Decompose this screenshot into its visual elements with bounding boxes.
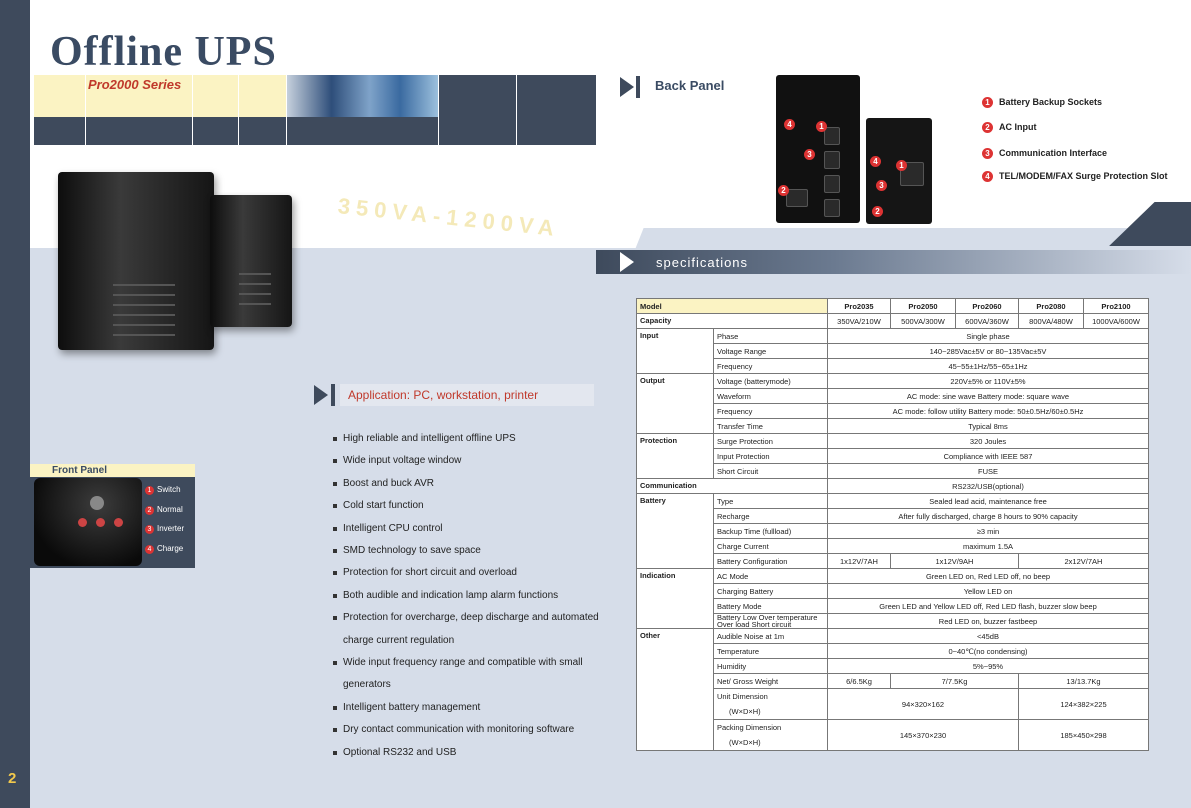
back-panel-image-large: 1 2 3 4 bbox=[776, 75, 860, 223]
feature-item: Protection for short circuit and overloa… bbox=[333, 562, 603, 584]
table-row: Battery Mode Green LED and Yellow LED of… bbox=[637, 598, 1149, 614]
header-band-yellow bbox=[34, 75, 286, 117]
band-divider bbox=[238, 75, 239, 145]
section-arrow-icon bbox=[314, 385, 328, 405]
table-row: Input Phase Single phase bbox=[636, 328, 1149, 374]
va-range-label: 350VA-1200VA bbox=[336, 193, 561, 242]
feature-item: Wide input voltage window bbox=[333, 450, 603, 472]
feature-list: High reliable and intelligent offline UP… bbox=[333, 428, 603, 764]
feature-item: Protection for overcharge, deep discharg… bbox=[333, 607, 603, 629]
front-panel-title: Front Panel bbox=[52, 465, 108, 476]
series-label: Pro2000 Series bbox=[88, 77, 182, 92]
feature-item: Dry contact communication with monitorin… bbox=[333, 719, 603, 741]
band-divider bbox=[192, 75, 193, 145]
back-panel-title: Back Panel bbox=[655, 78, 725, 93]
back-panel-image-small: 1 2 3 4 bbox=[866, 118, 932, 224]
page-number: 2 bbox=[8, 770, 17, 787]
left-sidebar-strip bbox=[0, 0, 30, 808]
table-row: Charge Current maximum 1.5A bbox=[637, 538, 1149, 554]
section-arrow-icon bbox=[620, 252, 634, 272]
ups-product-image-small bbox=[210, 195, 292, 327]
table-row: Output Voltage (batterymode) 220V±5% or … bbox=[636, 373, 1149, 434]
feature-item: Both audible and indication lamp alarm f… bbox=[333, 585, 603, 607]
table-row: Indication AC Mode Green LED on, Red LED… bbox=[636, 568, 1149, 629]
front-panel-image bbox=[34, 478, 142, 566]
led-indicator bbox=[78, 518, 87, 527]
feature-item: Boost and buck AVR bbox=[333, 473, 603, 495]
led-indicator bbox=[96, 518, 105, 527]
feature-item: SMD technology to save space bbox=[333, 540, 603, 562]
table-row: Backup Time (fullload) ≥3 min bbox=[637, 523, 1149, 539]
section-arrow-icon bbox=[620, 77, 634, 97]
band-divider bbox=[516, 75, 517, 145]
ups-product-image-large bbox=[58, 172, 214, 350]
feature-item: Intelligent CPU control bbox=[333, 518, 603, 540]
band-divider bbox=[438, 75, 439, 145]
header-band-row2 bbox=[34, 117, 596, 145]
power-switch-icon bbox=[90, 496, 104, 510]
specifications-title: specifications bbox=[656, 255, 749, 270]
header-band-dark bbox=[438, 75, 596, 117]
table-row: Other Audible Noise at 1m <45dB bbox=[636, 628, 1149, 751]
table-row: Voltage Range 140~285Vac±5V or 80~135Vac… bbox=[637, 343, 1149, 359]
table-row: Short Circuit FUSE bbox=[637, 463, 1149, 479]
page-title: Offline UPS bbox=[50, 29, 277, 75]
table-row: Packing Dimension(W×D×H) 145×370×230 185… bbox=[637, 719, 1149, 751]
front-panel-header bbox=[30, 464, 195, 477]
table-row: Communication RS232/USB(optional) bbox=[636, 478, 1149, 494]
table-row: Protection Surge Protection 320 Joules bbox=[636, 433, 1149, 479]
table-row: Frequency AC mode: follow utility Batter… bbox=[637, 403, 1149, 419]
feature-item: High reliable and intelligent offline UP… bbox=[333, 428, 603, 450]
section-bar bbox=[331, 384, 335, 406]
specifications-table: Model Pro2035 Pro2050 Pro2060 Pro2080 Pr… bbox=[636, 298, 1149, 751]
feature-item: Wide input frequency range and compatibl… bbox=[333, 652, 603, 697]
specifications-header-band bbox=[596, 250, 1191, 274]
feature-item-continued: charge current regulation bbox=[343, 634, 455, 646]
application-header-bar bbox=[340, 384, 594, 406]
feature-item: Intelligent battery management bbox=[333, 697, 603, 719]
led-indicator bbox=[114, 518, 123, 527]
table-row: Battery Type Sealed lead acid, maintenan… bbox=[636, 493, 1149, 569]
feature-item: Cold start function bbox=[333, 495, 603, 517]
table-row: Capacity 350VA/210W 500VA/300W 600VA/360… bbox=[636, 313, 1149, 329]
table-row: Net/ Gross Weight 6/6.5Kg 7/7.5Kg 13/13.… bbox=[637, 673, 1149, 689]
header-band-photo bbox=[286, 75, 438, 117]
table-row: Waveform AC mode: sine wave Battery mode… bbox=[637, 388, 1149, 404]
table-row: Temperature 0~40℃(no condensing) bbox=[637, 643, 1149, 659]
table-row: Unit Dimension(W×D×H) 94×320×162 124×382… bbox=[637, 688, 1149, 720]
table-row: Charging Battery Yellow LED on bbox=[637, 583, 1149, 599]
band-divider bbox=[286, 75, 287, 145]
application-title: Application: PC, workstation, printer bbox=[348, 388, 539, 402]
table-row: Transfer Time Typical 8ms bbox=[637, 418, 1149, 434]
table-row: Humidity 5%~95% bbox=[637, 658, 1149, 674]
feature-item: Optional RS232 and USB bbox=[333, 742, 603, 764]
band-divider bbox=[85, 75, 86, 145]
section-bar bbox=[636, 76, 640, 98]
table-row: Input Protection Compliance with IEEE 58… bbox=[637, 448, 1149, 464]
table-row: Battery Configuration 1x12V/7AH 1x12V/9A… bbox=[637, 553, 1149, 569]
table-row: Frequency 45~55±1Hz/55~65±1Hz bbox=[637, 358, 1149, 374]
table-row: Recharge After fully discharged, charge … bbox=[637, 508, 1149, 524]
table-row: Model Pro2035 Pro2050 Pro2060 Pro2080 Pr… bbox=[636, 298, 1149, 314]
